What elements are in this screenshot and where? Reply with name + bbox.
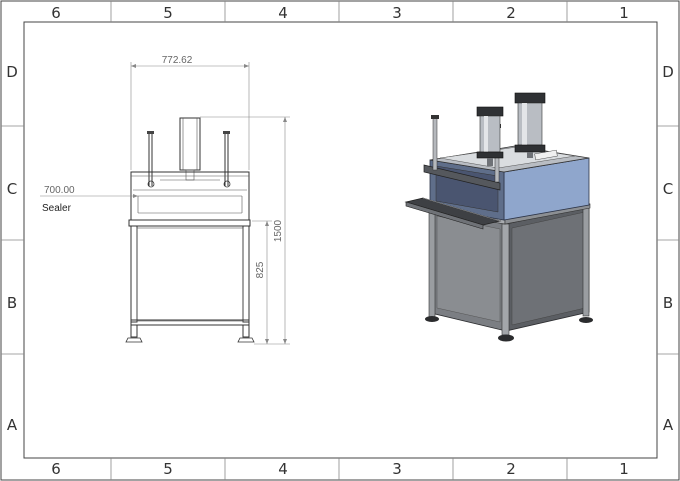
zone-right-c: C [663, 180, 673, 198]
dim-overall-height: 1500 [273, 219, 284, 242]
zone-right-d: D [662, 63, 674, 81]
zone-bottom-4: 4 [278, 460, 288, 478]
isometric-view [404, 92, 593, 342]
zone-left-a: A [7, 416, 18, 434]
dim-table-height: 825 [255, 261, 266, 278]
zone-right-a: A [663, 416, 674, 434]
zone-bottom-6: 6 [51, 460, 61, 478]
zone-top-1: 1 [619, 4, 629, 22]
zone-right-b: B [663, 294, 673, 312]
zone-bottom-2: 2 [506, 460, 516, 478]
zone-bottom-1: 1 [619, 460, 629, 478]
zone-top-2: 2 [506, 4, 516, 22]
zone-bottom-3: 3 [392, 460, 402, 478]
zone-top-3: 3 [392, 4, 402, 22]
front-view: 772.62 700.00 Sealer [40, 55, 290, 345]
sealer-label: Sealer [42, 203, 72, 214]
zone-top-4: 4 [278, 4, 288, 22]
zone-left-b: B [7, 294, 17, 312]
zone-bottom-5: 5 [163, 460, 173, 478]
zone-left-c: C [7, 180, 17, 198]
zone-top-5: 5 [163, 4, 173, 22]
dim-overall-width: 772.62 [162, 55, 193, 66]
zone-top-6: 6 [51, 4, 61, 22]
zone-left-d: D [6, 63, 18, 81]
dim-inner-width: 700.00 [44, 185, 75, 196]
